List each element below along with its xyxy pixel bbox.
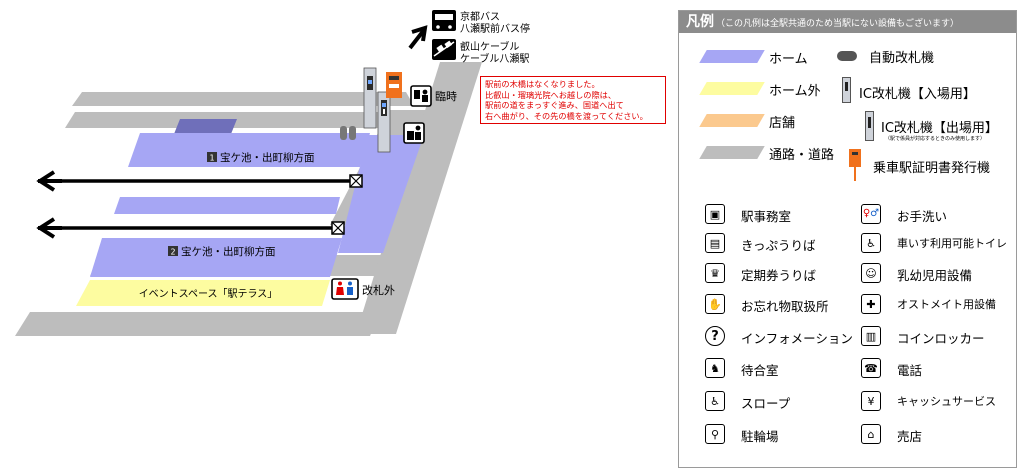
shop-icon: ⌂ xyxy=(861,424,881,444)
track-1 xyxy=(36,170,363,192)
lost-and-found-icon: ✋ xyxy=(705,294,725,314)
facility-label: キャッシュサービス xyxy=(897,395,996,408)
platform-2-label: 宝ケ池・出町柳方面 xyxy=(181,245,276,258)
bus-destination-line1: 京都バス xyxy=(460,10,500,23)
baby-care-icon: ☺ xyxy=(861,263,881,283)
station-office-icon xyxy=(403,122,425,144)
restroom-icon: ♀♂ xyxy=(861,204,881,224)
cable-destination-line1: 叡山ケーブル xyxy=(460,40,519,53)
platform-structure xyxy=(174,119,237,134)
legend-label-ic-exit-note: （駅で係員が対応するときのみ使用します） xyxy=(885,136,986,142)
facility-label: 定期券うりば xyxy=(741,268,817,283)
facility-label: 車いす利用可能トイレ xyxy=(897,237,1007,250)
legend-label-shop: 店舗 xyxy=(769,116,796,131)
platform-2-upper xyxy=(114,197,340,214)
swatch-outside-platform xyxy=(699,82,765,95)
waiting-room-icon: ♞ xyxy=(705,358,725,378)
bicycle-parking-icon: ⚲ xyxy=(705,424,725,444)
facility-label: 売店 xyxy=(897,429,923,444)
platform-connector xyxy=(338,135,424,253)
station-map: 1 宝ケ池・出町柳方面 2 宝ケ池・出町柳方面 イベントスペース「駅テラス」 臨… xyxy=(15,10,530,336)
facility-label: 駐輪場 xyxy=(741,429,779,444)
legend-label-passage: 通路・道路 xyxy=(769,148,835,163)
slope-icon: ♿ xyxy=(705,391,725,411)
ic-gate-exit-icon xyxy=(865,111,874,141)
track-2 xyxy=(36,217,345,239)
platform-2-number: 2 xyxy=(170,248,175,257)
notice-line: 右へ曲がり、その先の橋を渡ってください。 xyxy=(485,110,648,121)
facility-label: お手洗い xyxy=(897,209,948,224)
accessible-toilet-icon: ♿ xyxy=(861,233,881,253)
facility-label: 待合室 xyxy=(741,363,779,378)
swatch-passage xyxy=(699,146,765,159)
ic-gate-machines xyxy=(363,67,402,153)
legend-label-ic-entry: IC改札機【入場用】 xyxy=(859,87,976,102)
notice-line: 駅前の道をまっすぐ進み、国道へ出て xyxy=(485,100,624,111)
facility-label: オストメイト用設備 xyxy=(897,298,996,311)
cash-service-icon: ¥ xyxy=(861,391,881,411)
legend-title: 凡例 xyxy=(686,14,714,30)
information-icon: ? xyxy=(705,326,725,346)
restroom-icon xyxy=(331,278,359,300)
notice-line: 比叡山・瑠璃光院へお越しの際は、 xyxy=(485,89,617,100)
platform-1-number-box xyxy=(207,152,217,162)
passage-right-road xyxy=(356,62,482,334)
legend-label-auto-gate: 自動改札機 xyxy=(869,51,935,66)
facility-label: きっぷうりば xyxy=(741,238,816,253)
facility-label: 乳幼児用設備 xyxy=(897,268,973,283)
telephone-icon: ☎ xyxy=(861,358,881,378)
temporary-label: 臨時 xyxy=(435,90,457,103)
cable-car-icon xyxy=(432,39,456,60)
notice-box: 駅前の木橋はなくなりました。 比叡山・瑠璃光院へお越しの際は、 駅前の道をまっす… xyxy=(480,76,666,125)
event-space-area xyxy=(76,280,330,306)
bus-destination-line2: 八瀬駅前バス停 xyxy=(460,22,530,35)
legend-panel: 凡例 （この凡例は全駅共通のため当駅にない設備もございます） ホーム ホーム外 … xyxy=(678,10,1017,468)
event-space-label: イベントスペース「駅テラス」 xyxy=(139,288,278,300)
ticket-office-icon xyxy=(410,85,432,107)
swatch-shop xyxy=(699,114,765,127)
coin-locker-icon: ▥ xyxy=(861,326,881,346)
legend-label-certificate: 乗車駅証明書発行機 xyxy=(873,161,991,176)
ostomate-icon: ✚ xyxy=(861,294,881,314)
legend-note: （この凡例は全駅共通のため当駅にない設備もございます） xyxy=(716,19,960,29)
bus-icon xyxy=(432,10,456,31)
legend-label-outside-platform: ホーム外 xyxy=(769,84,821,99)
automatic-gate-icon xyxy=(837,51,857,61)
platform-1-number: 1 xyxy=(209,154,214,163)
legend-header: 凡例 （この凡例は全駅共通のため当駅にない設備もございます） xyxy=(679,11,1016,33)
ticket-office-icon: ▤ xyxy=(705,233,725,253)
automatic-gates xyxy=(340,126,356,140)
exit-arrow-icon xyxy=(408,25,428,50)
station-office-icon: ▣ xyxy=(705,204,725,224)
commuter-pass-office-icon: ♛ xyxy=(705,263,725,283)
notice-line: 駅前の木橋はなくなりました。 xyxy=(485,79,600,89)
passage-left-upper xyxy=(72,92,414,106)
platform-2 xyxy=(90,238,342,277)
facility-label: お忘れ物取扱所 xyxy=(741,299,829,314)
facility-label: コインロッカー xyxy=(897,331,985,346)
facility-label: 駅事務室 xyxy=(741,209,792,224)
facility-label: スロープ xyxy=(741,396,791,411)
certificate-machine-icon xyxy=(849,149,861,181)
outside-gate-label: 改札外 xyxy=(362,283,395,297)
legend-label-ic-exit: IC改札機【出場用】 xyxy=(881,121,998,136)
passage-bottom-road xyxy=(15,312,380,336)
facility-label: インフォメーション xyxy=(741,331,853,346)
platform-1 xyxy=(128,133,370,167)
cable-destination-line2: ケーブル八瀬駅 xyxy=(460,52,529,65)
platform-1-label: 宝ケ池・出町柳方面 xyxy=(220,151,315,164)
legend-label-platform: ホーム xyxy=(769,52,808,67)
ic-gate-entry-icon xyxy=(842,77,851,103)
platform-2-number-box xyxy=(168,246,178,256)
facility-label: 電話 xyxy=(897,363,923,378)
swatch-platform xyxy=(699,50,765,63)
